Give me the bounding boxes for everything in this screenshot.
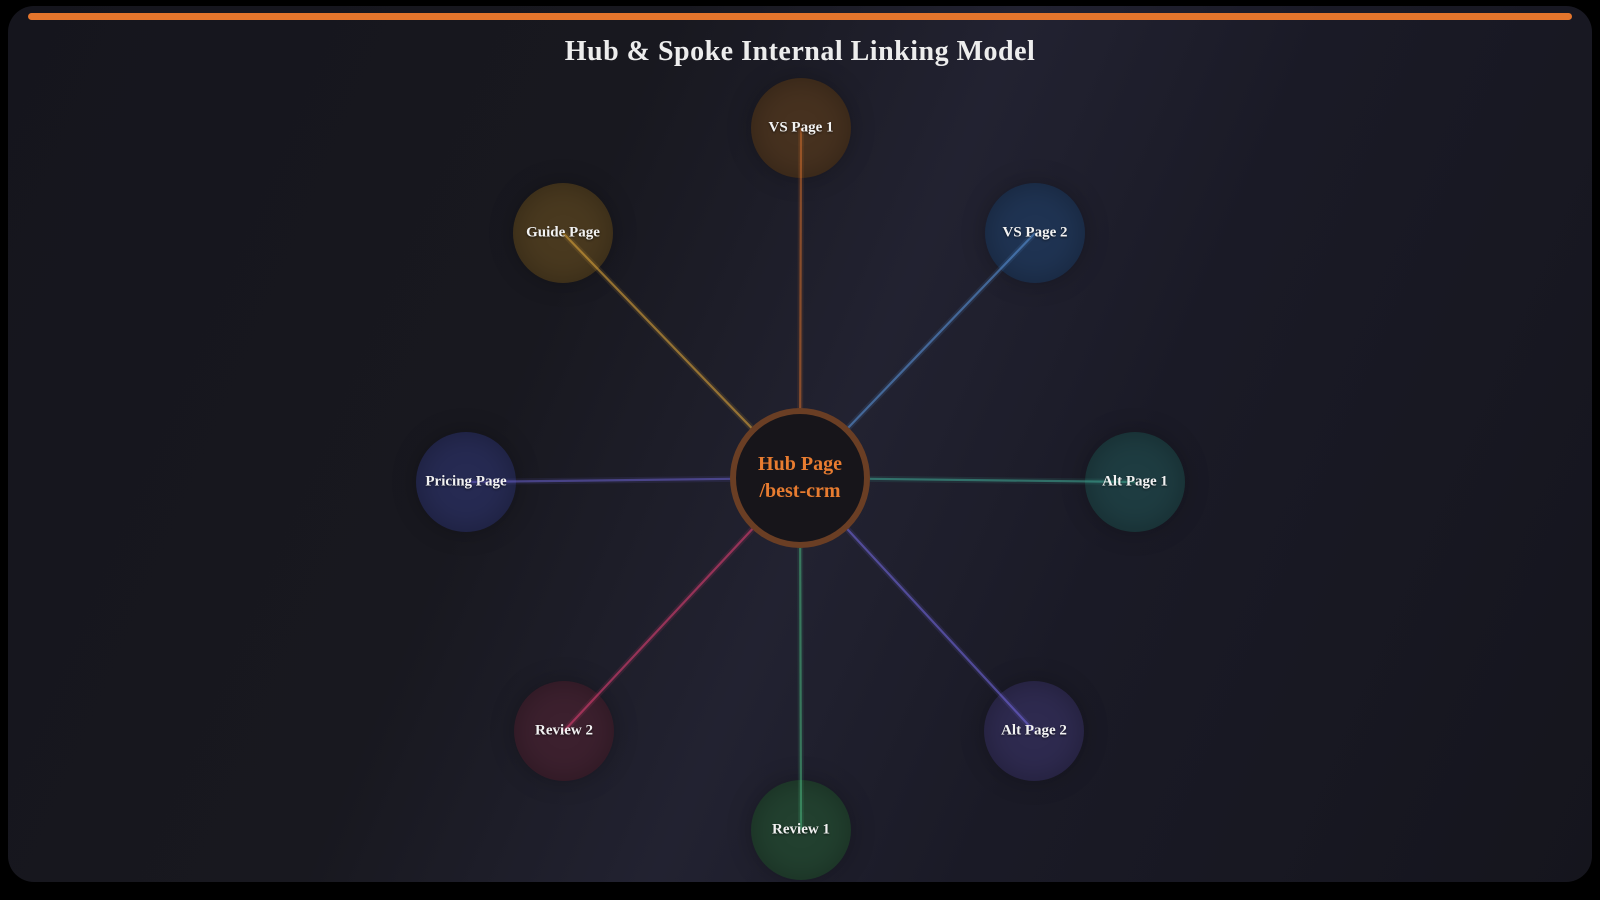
- node-label-alt-page-1: Alt Page 1: [1102, 473, 1168, 490]
- node-label-review-2: Review 2: [535, 722, 593, 739]
- top-accent-bar: [28, 13, 1572, 20]
- node-label-review-1: Review 1: [772, 821, 830, 838]
- node-label-guide-page: Guide Page: [526, 224, 600, 241]
- page-title: Hub & Spoke Internal Linking Model: [564, 36, 1036, 67]
- node-label-alt-page-2: Alt Page 2: [1001, 722, 1067, 739]
- page-background: Hub & Spoke Internal Linking Model Hub P…: [8, 6, 1592, 882]
- hub-url: /best-crm: [759, 480, 841, 502]
- node-label-vs-page-2: VS Page 2: [1002, 224, 1068, 241]
- hub-node: Hub Page /best-crm: [730, 408, 870, 548]
- hub-title: Hub Page: [758, 453, 842, 475]
- node-label-vs-page-1: VS Page 1: [768, 119, 834, 136]
- node-label-pricing-page: Pricing Page: [425, 473, 507, 490]
